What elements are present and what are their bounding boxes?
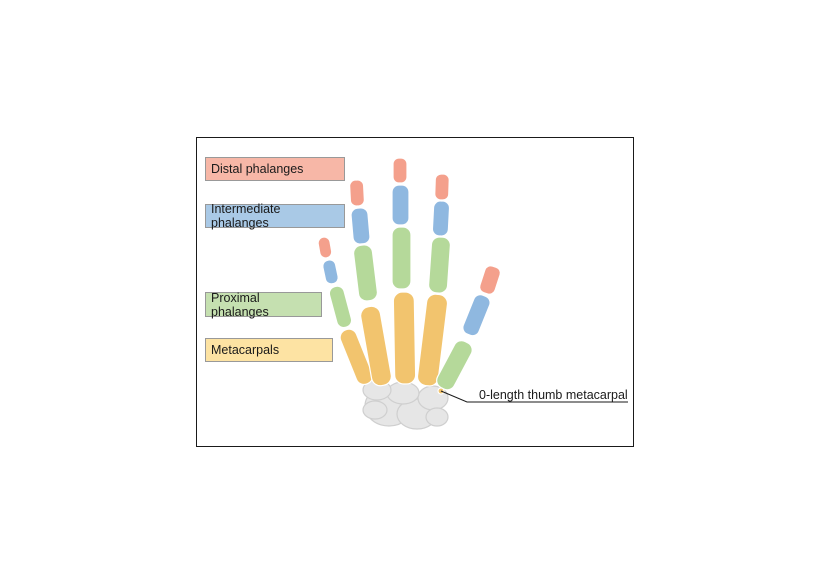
legend-metacarpals: Metacarpals <box>205 338 333 362</box>
intermediate-phalanx <box>322 259 339 285</box>
distal-phalanx <box>349 179 365 207</box>
metacarpal-bone <box>360 305 392 387</box>
intermediate-phalanx <box>462 294 491 337</box>
intermediate-phalanx <box>431 200 451 237</box>
finger-ring <box>349 179 392 387</box>
legend-label: Distal phalanges <box>211 162 304 176</box>
callout-thumb-metacarpal: 0-length thumb metacarpal <box>479 388 628 402</box>
hand-skeleton-illustration <box>317 157 628 430</box>
legend-intermediate-phalanges: Intermediate phalanges <box>205 202 345 230</box>
intermediate-phalanx <box>350 207 371 245</box>
proximal-phalanx <box>328 285 353 329</box>
carpal-bone <box>386 381 420 405</box>
finger-thumb <box>436 265 501 395</box>
distal-phalanx <box>317 236 333 259</box>
finger-middle <box>391 157 417 385</box>
metacarpal-bone <box>339 328 374 386</box>
legend-label: Proximal phalanges <box>211 290 269 319</box>
intermediate-phalanx <box>391 184 410 226</box>
legend-label: Intermediate phalanges <box>211 202 281 230</box>
proximal-phalanx <box>428 236 451 294</box>
carpal-bone <box>362 400 388 420</box>
finger-index <box>416 173 451 387</box>
legend-label: Metacarpals <box>211 343 280 357</box>
proximal-phalanx <box>352 244 379 302</box>
carpal-bone <box>425 407 449 427</box>
metacarpal-bone <box>392 291 417 385</box>
legend-proximal-phalanges: Proximal phalanges <box>205 290 322 319</box>
finger-little <box>317 236 374 386</box>
diagram-frame: Distal phalanges Intermediate phalanges … <box>196 137 634 447</box>
legend-distal-phalanges: Distal phalanges <box>205 157 345 181</box>
carpal-bones <box>362 379 449 430</box>
callout-leader-line <box>440 390 628 403</box>
distal-phalanx <box>392 157 408 184</box>
metacarpal-bone <box>416 293 449 387</box>
distal-phalanx <box>434 173 450 201</box>
proximal-phalanx <box>391 226 412 290</box>
distal-phalanx <box>479 265 501 295</box>
